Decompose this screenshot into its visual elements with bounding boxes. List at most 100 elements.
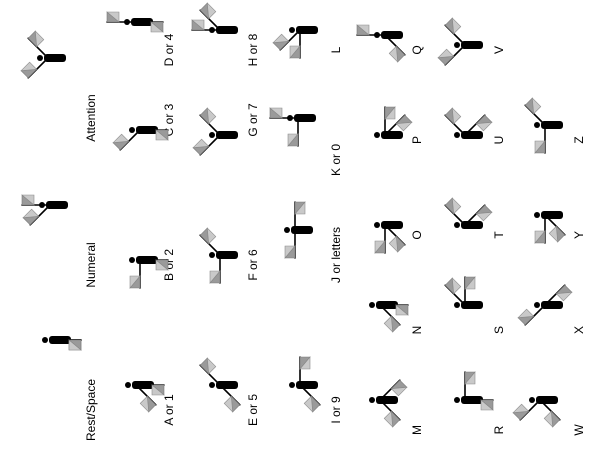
semaphore-figure (444, 197, 493, 229)
figure-head (289, 27, 295, 33)
semaphore-label: J or letters (329, 227, 343, 283)
figure-head (534, 212, 540, 218)
semaphore-label: G or 7 (246, 103, 260, 137)
semaphore-figure (20, 30, 66, 79)
figure-head (284, 227, 290, 233)
figure-body (46, 201, 68, 209)
flag (151, 384, 165, 396)
flag (451, 17, 462, 35)
semaphore-figure (289, 356, 321, 413)
figure-head (369, 397, 375, 403)
flag (106, 11, 120, 23)
semaphore-label: Numeral (84, 242, 98, 287)
flag (223, 395, 234, 413)
figure-head (529, 397, 535, 403)
flag (395, 121, 413, 132)
figure-body (216, 131, 238, 139)
semaphore-label: N (410, 326, 424, 335)
flag (388, 45, 399, 63)
semaphore-figure (199, 357, 241, 413)
semaphore-label: U (492, 136, 506, 145)
semaphore-figure (269, 107, 316, 147)
semaphore-label: S (492, 326, 506, 334)
semaphore-label: M (410, 425, 424, 435)
figure-head (454, 132, 460, 138)
flag (21, 194, 35, 206)
flag (112, 133, 130, 144)
figure-head (374, 222, 380, 228)
flag (451, 197, 462, 215)
flag (390, 386, 408, 397)
semaphore-figure (374, 221, 406, 254)
semaphore-label: Y (572, 231, 586, 239)
figure-head (534, 122, 540, 128)
flag (284, 245, 296, 259)
flag (155, 129, 169, 141)
flag (155, 259, 169, 271)
figure-body (216, 26, 238, 34)
flag (534, 230, 546, 244)
flag (464, 276, 476, 290)
semaphore-figure (192, 107, 238, 156)
semaphore-label: V (492, 46, 506, 54)
semaphore-label: Rest/Space (84, 379, 98, 441)
figure-head (129, 127, 135, 133)
semaphore-figure (21, 194, 68, 226)
semaphore-figure (129, 256, 169, 289)
flag (464, 371, 476, 385)
flag (374, 240, 386, 254)
figure-body (291, 226, 313, 234)
flag (395, 304, 409, 316)
flag (129, 275, 141, 289)
flag (356, 24, 370, 36)
figure-body (44, 54, 66, 62)
flag (480, 399, 494, 411)
flag (294, 201, 306, 215)
figure-head (534, 302, 540, 308)
semaphore-label: H or 8 (246, 33, 260, 66)
flag (209, 270, 221, 284)
semaphore-figure (512, 396, 561, 428)
flag (451, 107, 462, 125)
flag (68, 339, 82, 351)
semaphore-figure (199, 227, 238, 284)
flag (512, 403, 530, 414)
figure-head (454, 222, 460, 228)
flag (289, 45, 301, 59)
semaphore-figure (284, 201, 313, 259)
semaphore-figure (106, 11, 164, 33)
figure-body (216, 251, 238, 259)
flag (517, 308, 535, 319)
flag (206, 2, 217, 20)
semaphore-figure (524, 97, 563, 154)
figure-body (461, 41, 483, 49)
flag (437, 48, 455, 59)
flag (303, 395, 314, 413)
semaphore-figure (112, 126, 169, 151)
figure-layer (20, 2, 573, 428)
figure-head (209, 252, 215, 258)
flag (139, 395, 150, 413)
flag (272, 33, 290, 44)
flag (548, 225, 559, 243)
semaphore-label: A or 1 (162, 394, 176, 426)
figure-head (289, 382, 295, 388)
semaphore-label: O (410, 230, 424, 239)
flag (206, 107, 217, 125)
figure-body (541, 121, 563, 129)
semaphore-figure (444, 276, 483, 309)
flag (388, 235, 399, 253)
semaphore-figure (517, 284, 573, 326)
flag (206, 227, 217, 245)
semaphore-label: B or 2 (162, 249, 176, 281)
semaphore-label: W (572, 424, 586, 436)
semaphore-label: D or 4 (162, 33, 176, 66)
semaphore-label: E or 5 (246, 394, 260, 426)
flag (555, 291, 573, 302)
semaphore-figure (125, 381, 165, 413)
flag (534, 140, 546, 154)
flag (206, 357, 217, 375)
semaphore-figure (356, 24, 406, 63)
figure-head (374, 132, 380, 138)
